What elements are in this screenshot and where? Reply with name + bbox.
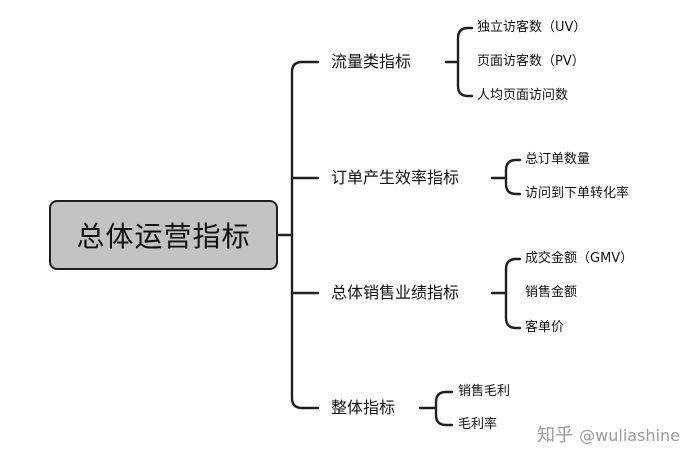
category-order-efficiency: 订单产生效率指标: [331, 168, 460, 187]
category-overall: 整体指标: [331, 398, 396, 417]
bracket-sales: [504, 257, 522, 330]
watermark: 知乎 @wuliashine: [537, 421, 680, 447]
category-sales-performance: 总体销售业绩指标: [331, 283, 460, 302]
leaf-total-orders: 总订单数量: [525, 152, 591, 167]
leaf-avg-order-value: 客单价: [525, 320, 565, 335]
leaf-gross-margin: 毛利率: [458, 417, 498, 432]
leaf-avg-pages: 人均页面访问数: [477, 88, 569, 103]
leaf-uv: 独立访客数（UV）: [477, 20, 587, 35]
watermark-logo: 知乎: [537, 425, 574, 446]
leaf-gross-profit: 销售毛利: [458, 384, 511, 399]
bracket-order: [504, 158, 522, 196]
leaf-conversion-rate: 访问到下单转化率: [525, 186, 630, 201]
main-trunk: [290, 60, 320, 410]
leaf-sales-amount: 销售金额: [525, 285, 578, 300]
leaf-gmv: 成交金额（GMV）: [525, 251, 634, 266]
root-label: 总体运营指标: [76, 220, 251, 253]
root-node: 总体运营指标: [49, 200, 278, 270]
bracket-overall: [434, 390, 454, 427]
category-traffic: 流量类指标: [331, 52, 412, 71]
watermark-handle: @wuliashine: [579, 426, 680, 445]
leaf-pv: 页面访客数（PV）: [477, 54, 585, 69]
bracket-traffic: [456, 26, 474, 98]
